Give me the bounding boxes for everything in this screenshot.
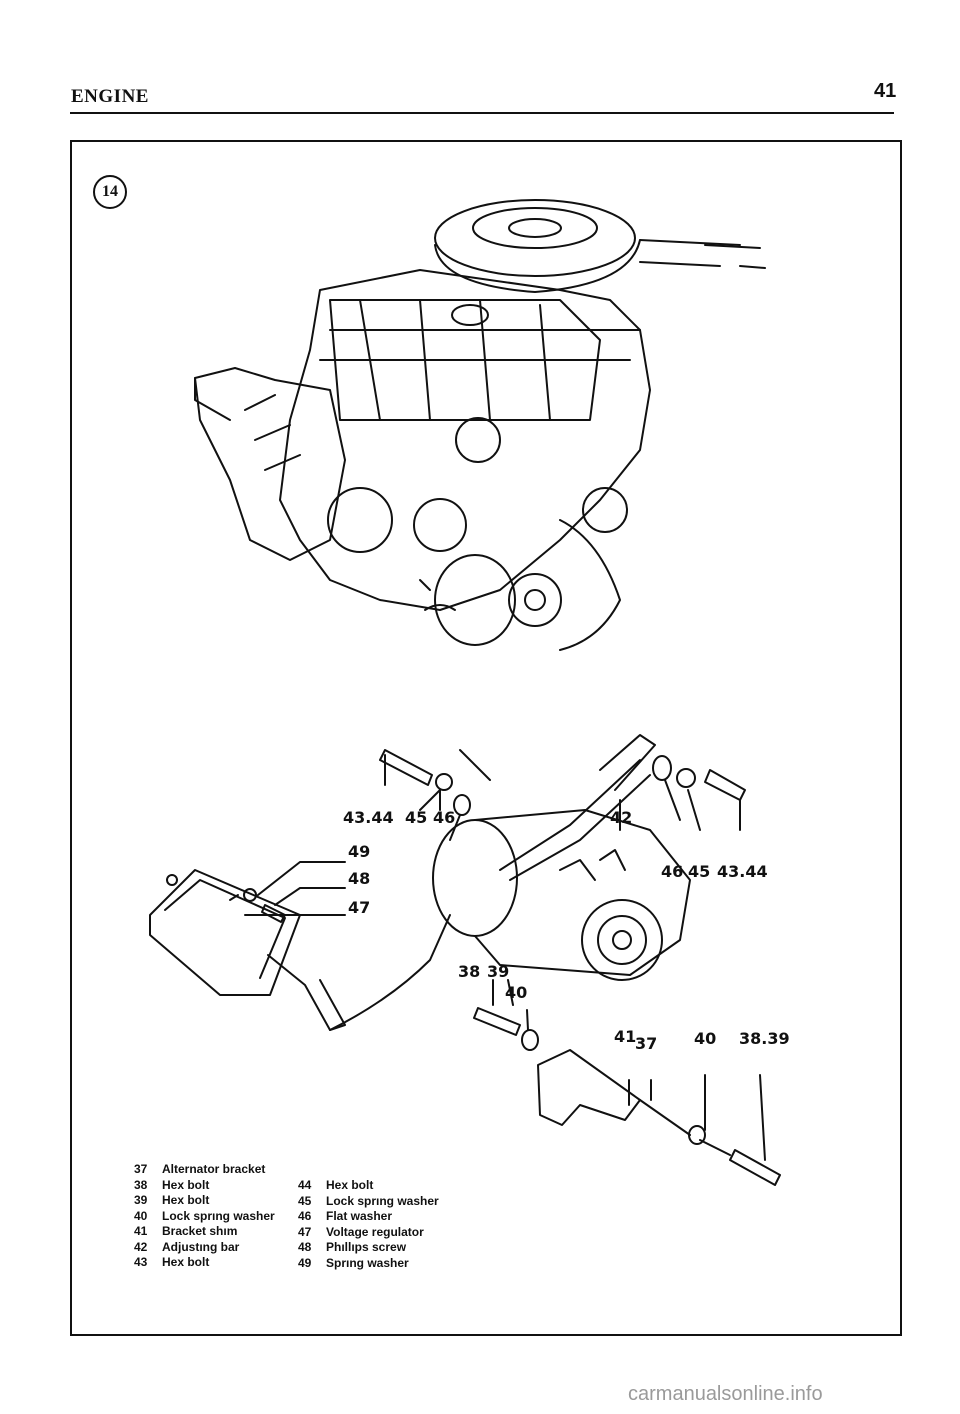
legend-item: 42 Adjustıng bar (134, 1240, 275, 1256)
callout-38-lower: 38 (458, 962, 481, 981)
callout-48: 48 (348, 869, 371, 888)
legend-number: 43 (134, 1255, 148, 1269)
mounted-alternator-drawing (419, 554, 562, 646)
callout-42: 42 (610, 808, 633, 827)
callout-40-lower: 40 (505, 983, 528, 1002)
legend-label: Adjustıng bar (162, 1239, 240, 1254)
legend-item: 49 Sprıng washer (298, 1256, 439, 1272)
legend-item: 39 Hex bolt (134, 1193, 275, 1209)
legend-label: Bracket shım (162, 1224, 238, 1238)
legend-item: 41 Bracket shım (134, 1224, 275, 1240)
legend-item: 46 Flat washer (298, 1209, 439, 1225)
callout-46-right: 46 (661, 862, 684, 881)
alternator-drawing (432, 734, 691, 981)
callout-37: 37 (635, 1034, 658, 1053)
legend-item: 48 Phıllıps screw (298, 1240, 439, 1256)
callout-46-left: 46 (433, 808, 456, 827)
legend-label: Hex bolt (162, 1177, 210, 1192)
legend-number: 47 (298, 1224, 312, 1239)
legend-label: Voltage regulator (326, 1224, 424, 1239)
legend-label: Hex bolt (326, 1178, 374, 1192)
section-title: ENGINE (71, 86, 149, 107)
parts-legend-right: 44 Hex bolt 45 Lock sprıng washer 46 Flat w… (298, 1178, 439, 1271)
legend-item: 43 Hex bolt (134, 1255, 275, 1271)
callout-45-left: 45 (405, 808, 428, 827)
callout-43-44-left: 43.44 (343, 808, 394, 827)
callout-47: 47 (348, 898, 371, 917)
callout-49: 49 (348, 842, 371, 861)
legend-number: 48 (298, 1240, 312, 1254)
legend-label: Flat washer (326, 1209, 393, 1223)
legend-number: 46 (298, 1209, 312, 1223)
legend-number: 40 (134, 1208, 148, 1223)
page-number: 41 (874, 80, 897, 102)
legend-item: 40 Lock sprıng washer (134, 1209, 275, 1225)
legend-label: Lock sprıng washer (326, 1193, 439, 1208)
legend-label: Sprıng washer (326, 1255, 409, 1270)
engine-block-drawing (279, 269, 651, 651)
header-rule (70, 112, 894, 114)
gearbox-drawing (194, 367, 346, 561)
legend-item: 44 Hex bolt (298, 1178, 439, 1194)
leader-lines-drawing (229, 789, 621, 923)
legend-item: 47 Voltage regulator (298, 1225, 439, 1241)
legend-number: 49 (298, 1255, 312, 1270)
callout-45-right: 45 (688, 862, 711, 881)
air-cleaner-drawing (434, 199, 766, 293)
watermark: carmanualsonline.info (628, 1383, 823, 1405)
callout-41: 41 (614, 1027, 637, 1046)
callout-40-right: 40 (694, 1029, 717, 1048)
figure-number-badge: 14 (93, 175, 127, 209)
legend-number: 39 (134, 1193, 148, 1207)
figure-frame (70, 140, 902, 1336)
callout-38-39-right: 38.39 (739, 1029, 790, 1048)
legend-number: 38 (134, 1177, 148, 1192)
bracket-drawing (473, 979, 781, 1186)
callout-39-lower: 39 (487, 962, 510, 981)
legend-label: Phıllıps screw (326, 1240, 407, 1254)
upper-bolts-drawing (379, 749, 746, 841)
legend-number: 41 (134, 1224, 148, 1238)
legend-number: 44 (298, 1178, 312, 1192)
legend-label: Alternator bracket (162, 1162, 266, 1176)
callout-43-44-right: 43.44 (717, 862, 768, 881)
voltage-regulator-drawing (149, 869, 451, 1031)
legend-item: 45 Lock sprıng washer (298, 1194, 439, 1210)
legend-item: 38 Hex bolt (134, 1178, 275, 1194)
legend-label: Lock sprıng washer (162, 1208, 275, 1223)
legend-label: Hex bolt (162, 1255, 210, 1269)
legend-item: 37 Alternator bracket (134, 1162, 275, 1178)
legend-number: 42 (134, 1239, 148, 1254)
legend-number: 45 (298, 1193, 312, 1208)
legend-label: Hex bolt (162, 1193, 210, 1207)
legend-number: 37 (134, 1162, 148, 1176)
